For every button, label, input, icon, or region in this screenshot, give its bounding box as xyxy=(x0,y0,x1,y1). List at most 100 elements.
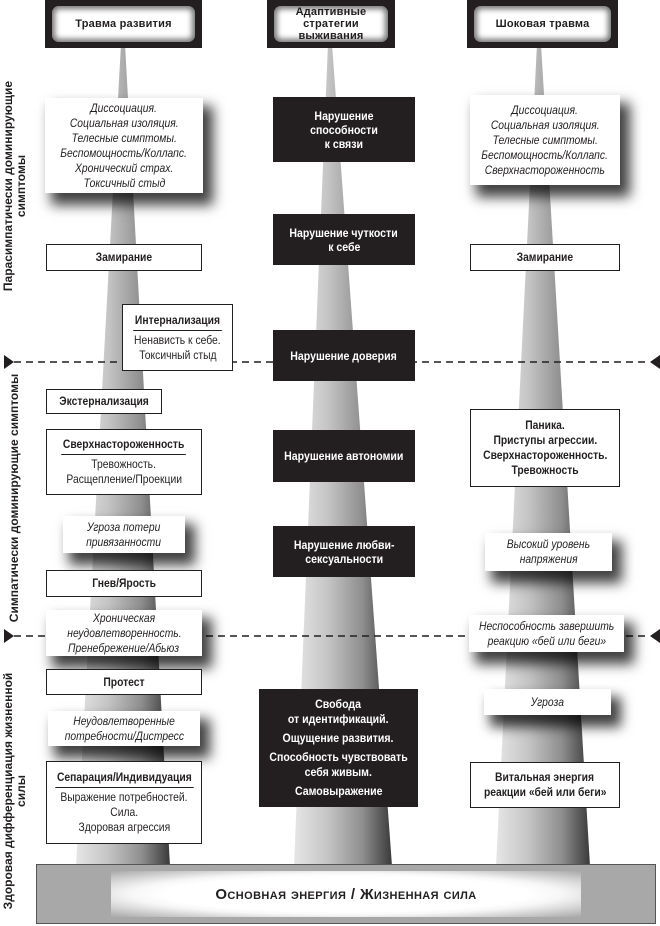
item-line: Нарушение чуткости xyxy=(289,225,399,240)
chronic-dissatisfaction-box: Хроническая неудовлетворенность. Пренебр… xyxy=(46,610,202,656)
arrow-right-icon xyxy=(4,629,14,643)
item-line: Выражение потребностей. xyxy=(60,790,188,804)
arrow-left-icon xyxy=(650,355,660,369)
item-line: от идентификаций. xyxy=(288,712,389,726)
item-line: привязанности xyxy=(86,534,162,549)
arrow-left-icon xyxy=(650,629,660,643)
header-title: выживания xyxy=(298,30,364,42)
item-title: Сверхнастороженность xyxy=(61,437,187,455)
header-adaptive-strategies: Адаптивные стратегии выживания xyxy=(267,0,395,48)
item-line: потребности/Дистресс xyxy=(64,728,184,743)
protest-box: Протест xyxy=(46,669,202,695)
side-label-line: симптомы xyxy=(14,154,28,218)
base-label: Основная энергия / Жизненная сила xyxy=(215,885,477,903)
panic-box: Паника. Приступы агрессии. Сверхнасторож… xyxy=(470,409,620,487)
item-label: Замирание xyxy=(95,250,153,264)
item-line: Беспомощность/Коллапс. xyxy=(481,147,609,162)
item-line: Неспособность завершить xyxy=(478,618,615,633)
header-title: Адаптивные стратегии xyxy=(295,6,367,30)
item-line: Самовыражение xyxy=(294,784,383,798)
item-line: Нарушение доверия xyxy=(290,348,398,363)
item-line: Ощущение развития. xyxy=(283,731,394,745)
item-line: Паника. xyxy=(525,418,565,432)
externalization-box: Экстернализация xyxy=(46,389,162,414)
item-line: Токсичный стыд xyxy=(83,175,165,190)
item-line: Диссоциация. xyxy=(511,102,579,117)
autonomy-box: Нарушение автономии xyxy=(273,430,415,482)
arrow-right-icon xyxy=(4,355,14,369)
item-line: Сверхнастороженность xyxy=(484,162,606,177)
item-line: Беспомощность/Коллапс. xyxy=(60,145,188,160)
item-line: Витальная энергия xyxy=(495,770,595,784)
item-line: к себе xyxy=(327,239,361,254)
side-label-parasympathetic: Парасимпатически доминирующие симптомы xyxy=(1,66,28,306)
left-hypervigilance-box: Сверхнастороженность Тревожность. Расщеп… xyxy=(46,429,202,495)
item-line: реакцию «бей или беги» xyxy=(487,633,606,648)
item-line: Приступы агрессии. xyxy=(493,433,597,447)
attunement-box: Нарушение чуткости к себе xyxy=(273,214,415,265)
unmet-needs-box: Неудовлетворенные потребности/Дистресс xyxy=(48,711,200,746)
freedom-box: Свобода от идентификаций. Ощущение разви… xyxy=(259,689,418,807)
side-label-sympathetic: Симпатически доминирующие симптомы xyxy=(7,368,21,628)
trust-box: Нарушение доверия xyxy=(273,330,415,381)
item-line: Хроническая xyxy=(92,610,156,625)
header-title: Шоковая травма xyxy=(495,18,590,30)
love-box: Нарушение любви- сексуальности xyxy=(273,526,415,577)
anger-box: Гнев/Ярость xyxy=(46,570,202,597)
item-title: Интернализация xyxy=(133,313,222,331)
side-label-line: Симпатически доминирующие симптомы xyxy=(7,373,21,623)
item-line: к связи xyxy=(324,136,364,151)
item-line: Расщепление/Проекции xyxy=(66,472,182,486)
header-developmental-trauma: Травма развития xyxy=(45,0,202,48)
item-line: Угроза xyxy=(530,694,565,709)
attachment-threat-box: Угроза потери привязанности xyxy=(63,516,185,553)
separation-box: Сепарация/Индивидуация Выражение потребн… xyxy=(46,761,202,844)
threat-box: Угроза xyxy=(484,689,611,715)
item-line: Социальная изоляция. xyxy=(490,117,600,132)
item-label: Экстернализация xyxy=(59,394,149,408)
item-label: Гнев/Ярость xyxy=(92,576,156,590)
item-line: Диссоциация. xyxy=(90,100,158,115)
internalization-box: Интернализация Ненависть к себе. Токсичн… xyxy=(122,304,233,371)
item-line: Пренебрежение/Абьюз xyxy=(68,640,180,655)
incomplete-reaction-box: Неспособность завершить реакцию «бей или… xyxy=(469,615,624,652)
item-line: реакции «бей или беги» xyxy=(483,785,607,799)
item-line: Способность чувствовать xyxy=(269,750,408,764)
item-line: Ненависть к себе. xyxy=(134,332,221,347)
side-label-healthy: Здоровая дифференциация жизненной силы xyxy=(1,660,28,922)
base-life-force: Основная энергия / Жизненная сила xyxy=(36,864,656,924)
header-shock-trauma: Шоковая травма xyxy=(467,0,618,48)
right-dissociation-box: Диссоциация. Социальная изоляция. Телесн… xyxy=(470,95,620,185)
item-line: Нарушение любви- xyxy=(293,537,395,552)
item-line: Тревожность xyxy=(511,463,579,477)
item-line: себя живым. xyxy=(304,765,373,779)
left-dissociation-box: Диссоциация. Социальная изоляция. Телесн… xyxy=(45,98,203,193)
item-line: Угроза потери xyxy=(87,519,161,534)
connection-box: Нарушение способности к связи xyxy=(273,97,415,162)
item-line: напряжения xyxy=(519,552,578,566)
item-line: Телесные симптомы. xyxy=(71,130,177,145)
item-line: сексуальности xyxy=(305,551,383,566)
right-freeze-box: Замирание xyxy=(470,244,620,271)
left-freeze-box: Замирание xyxy=(46,244,202,271)
item-line: Хронический страх. xyxy=(74,160,174,175)
item-line: Нарушение способности xyxy=(310,108,378,137)
item-line: Сверхнастороженность. xyxy=(482,448,608,462)
item-line: Телесные симптомы. xyxy=(492,132,598,147)
side-label-line: силы xyxy=(14,775,28,807)
item-line: Здоровая агрессия xyxy=(78,820,170,834)
item-label: Протест xyxy=(103,674,145,689)
item-line: Тревожность. xyxy=(91,457,157,471)
item-line: неудовлетворенность. xyxy=(66,625,182,640)
item-line: Социальная изоляция. xyxy=(69,115,179,130)
item-label: Замирание xyxy=(516,250,574,264)
item-line: Неудовлетворенные xyxy=(73,713,175,728)
item-line: Токсичный стыд xyxy=(138,347,217,362)
header-title: Травма развития xyxy=(75,18,172,30)
item-line: Свобода xyxy=(315,697,362,711)
item-title: Сепарация/Индивидуация xyxy=(54,770,194,788)
item-line: Нарушение автономии xyxy=(284,449,404,463)
base-glow xyxy=(111,871,581,917)
item-line: Высокий уровень xyxy=(506,537,591,551)
tension-box: Высокий уровень напряжения xyxy=(485,533,612,571)
